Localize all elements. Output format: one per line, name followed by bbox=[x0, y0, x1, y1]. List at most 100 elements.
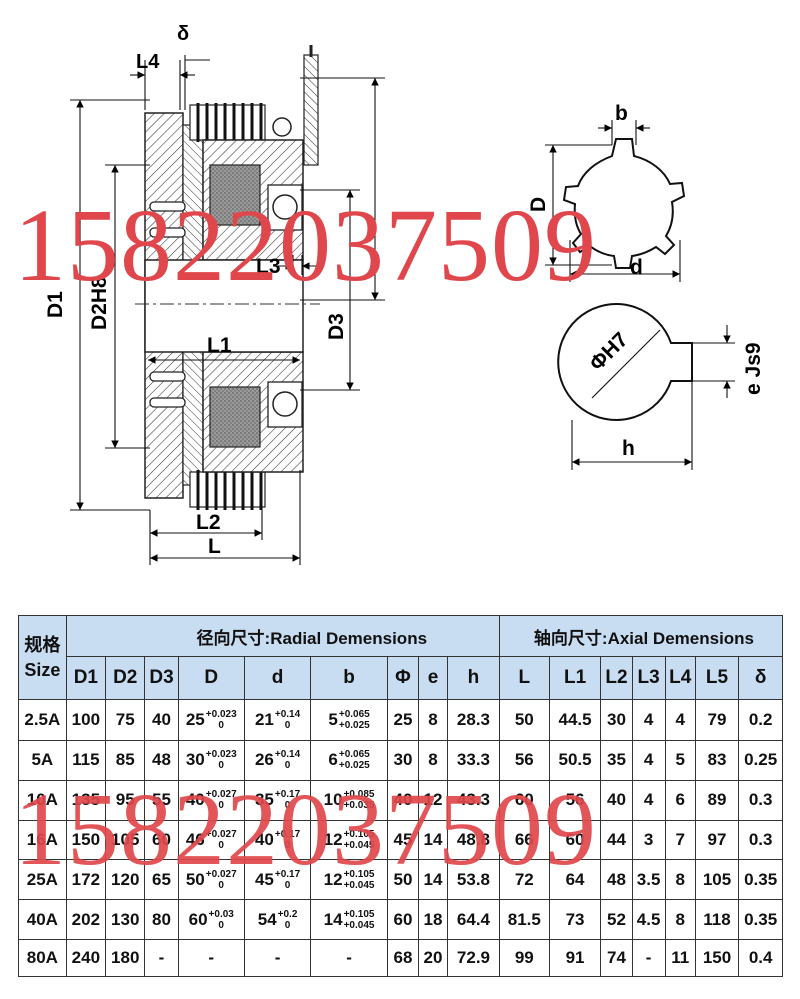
lower-tolerance: 0 bbox=[218, 879, 224, 891]
value-cell: 7 bbox=[664, 819, 696, 861]
size-column-header: 规格 Size bbox=[18, 615, 67, 700]
value-cell: 8 bbox=[664, 859, 696, 901]
value-cell: 8 bbox=[664, 899, 696, 941]
column-header: h bbox=[447, 656, 500, 700]
toleranced-value: 5+0.065+0.025 bbox=[328, 709, 369, 731]
label-h: h bbox=[622, 437, 635, 460]
spline-profile: b D d bbox=[527, 102, 686, 282]
value-cell: 75 bbox=[105, 699, 146, 741]
value-cell: 68 bbox=[386, 939, 420, 977]
tolerance-stack: +0.105+0.045 bbox=[344, 909, 375, 931]
lower-tolerance: 0 bbox=[284, 760, 291, 772]
lower-tolerance: 0 bbox=[284, 719, 291, 731]
toleranced-value: - bbox=[208, 948, 214, 968]
nominal-value: 45 bbox=[254, 869, 274, 889]
tolerance-stack: +0.065+0.025 bbox=[339, 709, 370, 731]
value-cell: 0.25 bbox=[738, 739, 783, 781]
value-cell: 150 bbox=[694, 939, 740, 977]
toleranced-cell: - bbox=[177, 939, 245, 977]
nominal-value: 14 bbox=[323, 909, 343, 929]
label-delta: δ bbox=[177, 23, 189, 45]
value-cell: 56 bbox=[548, 779, 602, 821]
value-cell: 79 bbox=[694, 699, 740, 741]
column-header: δ bbox=[738, 656, 783, 700]
value-cell: 4 bbox=[631, 779, 666, 821]
value-cell: 50 bbox=[498, 699, 550, 741]
tolerance-stack: +0.085+0.035 bbox=[344, 789, 375, 811]
nominal-value: 46 bbox=[185, 830, 205, 850]
upper-tolerance: +0.065 bbox=[338, 708, 370, 720]
column-header: D bbox=[177, 656, 245, 700]
lower-tolerance: +0.035 bbox=[343, 800, 375, 812]
value-cell: 85 bbox=[105, 739, 146, 781]
toleranced-cell: 5+0.065+0.025 bbox=[310, 699, 388, 741]
nominal-value: - bbox=[274, 948, 281, 968]
lower-tolerance: +0.045 bbox=[343, 879, 375, 891]
nominal-value: - bbox=[208, 948, 215, 968]
value-cell: 0.35 bbox=[738, 899, 783, 941]
value-cell: 115 bbox=[65, 739, 107, 781]
value-cell: 14 bbox=[417, 859, 449, 901]
size-cell: 16A bbox=[18, 819, 67, 861]
lower-tolerance: +0.025 bbox=[338, 719, 370, 731]
value-cell: 56 bbox=[498, 739, 550, 781]
toleranced-value: 14+0.105+0.045 bbox=[324, 909, 375, 931]
upper-tolerance: +0.17 bbox=[274, 868, 301, 880]
value-cell: 8 bbox=[417, 699, 449, 741]
toleranced-value: 6+0.065+0.025 bbox=[328, 749, 369, 771]
toleranced-value: 12+0.105+0.045 bbox=[324, 869, 375, 891]
upper-tolerance: +0.065 bbox=[338, 749, 370, 761]
nominal-value: 30 bbox=[185, 750, 205, 770]
value-cell: 73 bbox=[548, 899, 602, 941]
toleranced-cell: 12+0.105+0.045 bbox=[310, 859, 388, 901]
value-cell: 202 bbox=[65, 899, 107, 941]
value-cell: 81.5 bbox=[498, 899, 550, 941]
value-cell: 0.2 bbox=[738, 699, 783, 741]
value-cell: 25 bbox=[386, 699, 420, 741]
tolerance-stack: +0.065+0.025 bbox=[339, 749, 370, 771]
value-cell: 40 bbox=[144, 699, 179, 741]
value-cell: 95 bbox=[105, 779, 146, 821]
value-cell: 53.8 bbox=[447, 859, 500, 901]
value-cell: 80 bbox=[144, 899, 179, 941]
lower-tolerance: 0 bbox=[284, 919, 291, 931]
value-cell: 60 bbox=[144, 819, 179, 861]
label-l4: L4 bbox=[136, 51, 160, 73]
value-cell: 135 bbox=[65, 779, 107, 821]
value-cell: 100 bbox=[65, 699, 107, 741]
value-cell: - bbox=[631, 939, 666, 977]
size-header-cn: 规格 bbox=[24, 635, 61, 656]
lower-tolerance: 0 bbox=[218, 919, 224, 931]
toleranced-cell: - bbox=[310, 939, 388, 977]
friction-disc-pack bbox=[189, 103, 266, 510]
nominal-value: 40 bbox=[254, 830, 274, 850]
value-cell: 44 bbox=[600, 819, 633, 861]
clutch-cross-section: δ L4 D1 D2H8 L3 D3 L1 L2 L bbox=[44, 23, 385, 565]
value-cell: 4 bbox=[631, 699, 666, 741]
label-l: L bbox=[208, 535, 221, 558]
value-cell: 0.3 bbox=[738, 819, 783, 861]
size-cell: 5A bbox=[18, 739, 67, 781]
value-cell: 105 bbox=[694, 859, 740, 901]
value-cell: 130 bbox=[105, 899, 146, 941]
nominal-value: 12 bbox=[323, 869, 343, 889]
size-cell: 25A bbox=[18, 859, 67, 901]
column-header: L bbox=[498, 656, 550, 700]
column-header: D2 bbox=[105, 656, 146, 700]
